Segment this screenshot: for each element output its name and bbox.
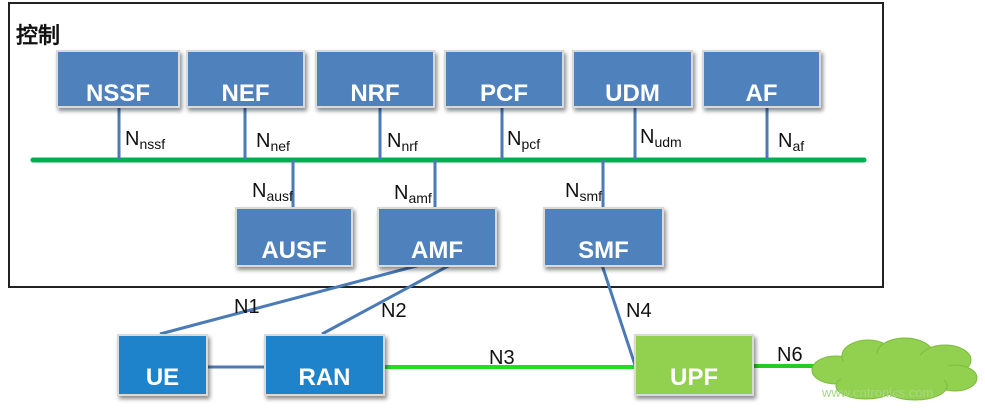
service-label-nssf: Nnssf: [125, 128, 166, 152]
data-network-cloud: [811, 337, 978, 401]
nf-smf-label: SMF: [578, 237, 629, 264]
node-ue-label: UE: [145, 364, 180, 391]
nf-nef: NEF: [186, 50, 305, 108]
service-label-pcf: Npcf: [507, 128, 541, 152]
service-label-udm: Nudm: [640, 126, 682, 150]
n1-link: [159, 263, 421, 336]
node-upf-label: UPF: [670, 364, 718, 391]
node-ran-label: RAN: [298, 364, 351, 391]
nf-amf: AMF: [377, 207, 497, 267]
cloud-core: [835, 353, 951, 389]
nf-nssf-label: NSSF: [85, 80, 150, 107]
n4-link: [600, 264, 638, 369]
control-plane-title: 控制: [16, 24, 61, 49]
nf-nssf: NSSF: [56, 50, 180, 108]
nf-amf-label: AMF: [411, 237, 463, 264]
nf-ausf: AUSF: [235, 207, 353, 267]
service-label-af: Naf: [778, 130, 805, 154]
interface-label-n2: N2: [381, 300, 407, 322]
service-label-smf: Nsmf: [565, 180, 603, 204]
nf-pcf: PCF: [444, 50, 564, 108]
nf-af: AF: [702, 50, 821, 108]
interface-label-n1: N1: [234, 296, 260, 318]
nf-nrf-label: NRF: [350, 80, 400, 107]
nf-udm: UDM: [572, 50, 693, 108]
interface-label-n4: N4: [626, 300, 652, 322]
nf-nef-label: NEF: [221, 80, 270, 107]
interface-label-n6: N6: [777, 344, 803, 366]
node-ue: UE: [117, 334, 208, 396]
service-label-ausf: Nausf: [252, 180, 293, 204]
service-label-nrf: Nnrf: [387, 130, 418, 154]
node-ran: RAN: [264, 334, 385, 396]
service-label-nef: Nnef: [256, 130, 290, 154]
interface-label-n3: N3: [489, 347, 515, 369]
n2-link: [321, 263, 451, 336]
nf-af-label: AF: [745, 80, 778, 107]
nf-udm-label: UDM: [605, 80, 660, 107]
service-label-amf: Namf: [394, 182, 432, 206]
watermark: www.cntronics.com: [822, 385, 934, 400]
nf-ausf-label: AUSF: [261, 237, 327, 264]
node-upf: UPF: [634, 334, 754, 396]
nf-pcf-label: PCF: [480, 80, 528, 107]
nf-smf: SMF: [543, 207, 664, 267]
nf-nrf: NRF: [315, 50, 435, 108]
